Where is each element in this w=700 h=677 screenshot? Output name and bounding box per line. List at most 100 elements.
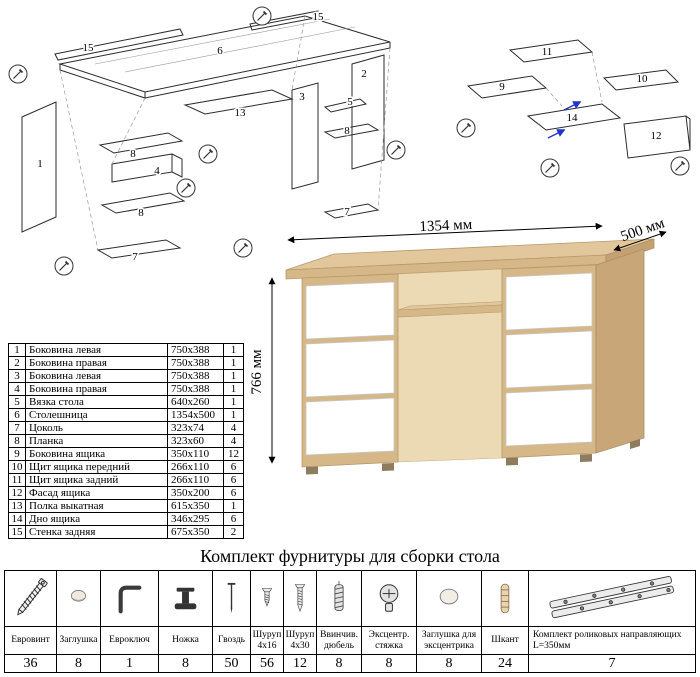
hardware-item-qty: 8 (417, 655, 482, 673)
parts-cell-name: Боковина правая (25, 356, 168, 370)
parts-cell-name: Боковина левая (25, 369, 168, 383)
parts-cell-size: 323x74 (167, 421, 224, 435)
parts-cell-name: Щит ящика передний (25, 460, 168, 474)
hardware-item-qty: 24 (482, 655, 529, 673)
hex-key-icon (101, 571, 159, 627)
part-number-callout-13: 13 (235, 107, 247, 119)
parts-cell-size: 750x388 (167, 343, 224, 357)
parts-cell-num: 7 (8, 421, 26, 435)
part-number-callout-8: 8 (138, 207, 144, 219)
hardware-kit-title: Комплект фурнитуры для сборки стола (200, 546, 500, 566)
parts-cell-name: Фасад ящика (25, 486, 168, 500)
hardware-item-name: Евроключ (101, 627, 159, 655)
hardware-item-name: Комплект роликовых направляющих L=350мм (529, 627, 696, 655)
part-number-callout-7: 7 (132, 251, 138, 263)
parts-cell-size: 750x388 (167, 382, 224, 396)
part-number-callout-7: 7 (344, 206, 350, 218)
part-number-callout-10: 10 (637, 73, 649, 85)
threaded-dowel-icon (317, 571, 362, 627)
parts-cell-qty: 12 (223, 447, 244, 461)
part-number-callout-8: 8 (344, 125, 350, 137)
parts-cell-num: 3 (8, 369, 26, 383)
part-number-callout-14: 14 (567, 112, 579, 124)
parts-cell-qty: 1 (223, 369, 244, 383)
parts-cell-qty: 1 (223, 356, 244, 370)
parts-cell-qty: 6 (223, 486, 244, 500)
hardware-item-qty: 8 (317, 655, 362, 673)
part-number-callout-5: 5 (347, 96, 353, 108)
hardware-item-qty: 50 (213, 655, 251, 673)
parts-cell-name: Дно ящика (25, 512, 168, 526)
parts-cell-num: 12 (8, 486, 26, 500)
screw-short-icon (251, 571, 284, 627)
parts-cell-num: 9 (8, 447, 26, 461)
nail-icon (213, 571, 251, 627)
hardware-item-name: Шуруп 4x30 (284, 627, 317, 655)
parts-cell-qty: 6 (223, 460, 244, 474)
parts-cell-qty: 1 (223, 499, 244, 513)
part-number-callout-15: 15 (83, 42, 95, 54)
cap-icon (57, 571, 101, 627)
hardware-item-name: Заглушка (57, 627, 101, 655)
right-drawer-fronts (505, 272, 593, 447)
hardware-item-name: Шкант (482, 627, 529, 655)
parts-cell-name: Боковина ящика (25, 447, 168, 461)
hardware-item-qty: 56 (251, 655, 284, 673)
part-number-callout-8: 8 (130, 148, 136, 160)
part-number-callout-2: 2 (361, 68, 367, 80)
parts-cell-num: 6 (8, 408, 26, 422)
parts-cell-num: 4 (8, 382, 26, 396)
confirmat-screw-icon (5, 571, 57, 627)
parts-cell-num: 8 (8, 434, 26, 448)
hardware-item-name: Гвоздь (213, 627, 251, 655)
screw-callout-icon (386, 140, 406, 160)
parts-cell-num: 14 (8, 512, 26, 526)
hardware-item-name: Ножка (159, 627, 213, 655)
hardware-item-qty: 8 (362, 655, 417, 673)
parts-cell-num: 2 (8, 356, 26, 370)
parts-cell-name: Стенка задняя (25, 525, 168, 539)
screw-callout-icon (176, 178, 196, 198)
parts-cell-name: Цоколь (25, 421, 168, 435)
center-niche (397, 268, 503, 463)
parts-cell-size: 1354x500 (167, 408, 224, 422)
hardware-item-qty: 12 (284, 655, 317, 673)
dimension-arrows (268, 222, 667, 464)
parts-cell-num: 13 (8, 499, 26, 513)
parts-cell-name: Полка выкатная (25, 499, 168, 513)
part-number-callout-15: 15 (313, 11, 325, 23)
hardware-item-qty: 1 (101, 655, 159, 673)
width-dimension-label: 1354 мм (419, 220, 473, 235)
parts-cell-name: Боковина правая (25, 382, 168, 396)
parts-cell-size: 750x388 (167, 369, 224, 383)
hardware-item-qty: 7 (529, 655, 696, 673)
hardware-item-name: Евровинт (5, 627, 57, 655)
part-number-callout-1: 1 (37, 158, 43, 170)
screw-callout-icon (198, 144, 218, 164)
wood-dowel-icon (482, 571, 529, 627)
parts-cell-qty: 2 (223, 525, 244, 539)
parts-cell-size: 350x110 (167, 447, 224, 461)
parts-cell-size: 346x295 (167, 512, 224, 526)
screw-callout-icon (8, 64, 28, 84)
part-number-callout-12: 12 (651, 130, 662, 142)
drawer-slide-icon (529, 571, 696, 627)
part-number-callout-9: 9 (499, 81, 505, 93)
cam-lock-icon (362, 571, 417, 627)
hardware-item-name: Эксцентр. стяжка (362, 627, 417, 655)
screw-callout-icon (540, 158, 560, 178)
parts-cell-qty: 1 (223, 395, 244, 409)
parts-cell-num: 1 (8, 343, 26, 357)
